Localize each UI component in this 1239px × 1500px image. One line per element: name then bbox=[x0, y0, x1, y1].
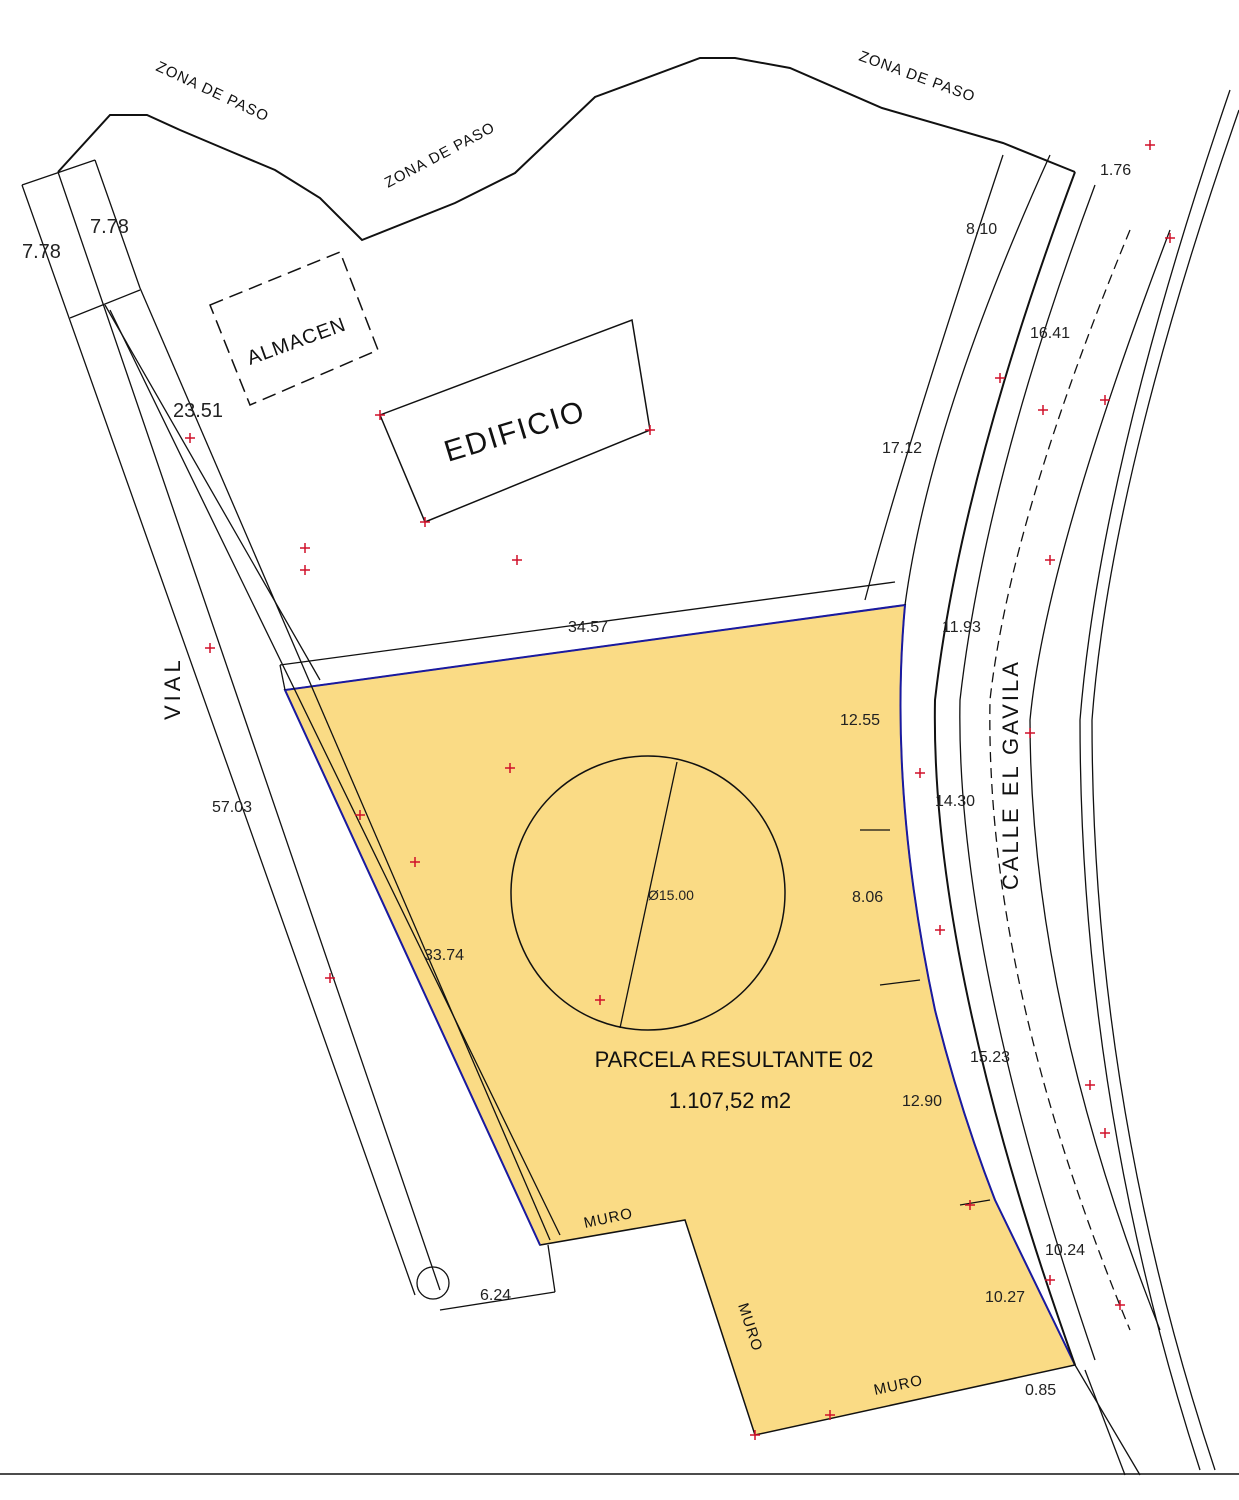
dimension-label: 1.76 bbox=[1100, 162, 1131, 179]
parcel-name: PARCELA RESULTANTE 02 bbox=[595, 1047, 874, 1072]
diameter-label: Ø15.00 bbox=[648, 887, 694, 903]
almacen-outline bbox=[209, 251, 379, 406]
zona-de-paso-label: ZONA DE PASO bbox=[153, 58, 271, 125]
dimension-label: 7.78 bbox=[90, 216, 129, 238]
dimension-label: 34.57 bbox=[568, 619, 608, 636]
dimension-label: 0.85 bbox=[1025, 1382, 1056, 1399]
dimension-label: 16.41 bbox=[1030, 325, 1070, 342]
dimension-label: 14.30 bbox=[935, 793, 975, 810]
dimension-label: 7.78 bbox=[22, 241, 61, 263]
dimension-label: 12.55 bbox=[840, 712, 880, 729]
vial-label: VIAL bbox=[160, 656, 185, 720]
dimension-label: 8.10 bbox=[966, 221, 997, 238]
dimension-label: 6.24 bbox=[480, 1287, 511, 1304]
dimension-label: 10.24 bbox=[1045, 1242, 1085, 1259]
edificio-label: EDIFICIO bbox=[440, 394, 589, 468]
survey-points bbox=[185, 140, 1175, 1440]
calle-label: CALLE EL GAVILA bbox=[998, 659, 1023, 890]
dimension-label: 11.93 bbox=[942, 619, 981, 636]
dimension-label: 23.51 bbox=[173, 400, 223, 422]
zona-de-paso-label: ZONA DE PASO bbox=[857, 48, 978, 106]
dimension-label: 57.03 bbox=[212, 799, 252, 816]
vial-strips bbox=[21, 159, 896, 1311]
dimension-label: 17.12 bbox=[882, 440, 922, 457]
diameter-circle bbox=[510, 755, 786, 1031]
dimension-label: 8.06 bbox=[852, 889, 883, 906]
parcel-area bbox=[283, 604, 1077, 1436]
almacen-label: ALMACEN bbox=[244, 314, 349, 370]
dimension-label: 33.74 bbox=[424, 947, 464, 964]
calle-curves bbox=[860, 89, 1239, 1476]
diameter-line bbox=[619, 761, 678, 1029]
zona-de-paso-boundary bbox=[57, 57, 1076, 242]
parcel-area-value: 1.107,52 m2 bbox=[669, 1088, 791, 1113]
dimension-label: 12.90 bbox=[902, 1093, 942, 1110]
zona-de-paso-label: ZONA DE PASO bbox=[382, 119, 498, 192]
parcel-boundary-blue bbox=[283, 603, 1076, 1366]
dimension-label: 10.27 bbox=[985, 1289, 1025, 1306]
dimension-label: 15.23 bbox=[970, 1049, 1010, 1066]
